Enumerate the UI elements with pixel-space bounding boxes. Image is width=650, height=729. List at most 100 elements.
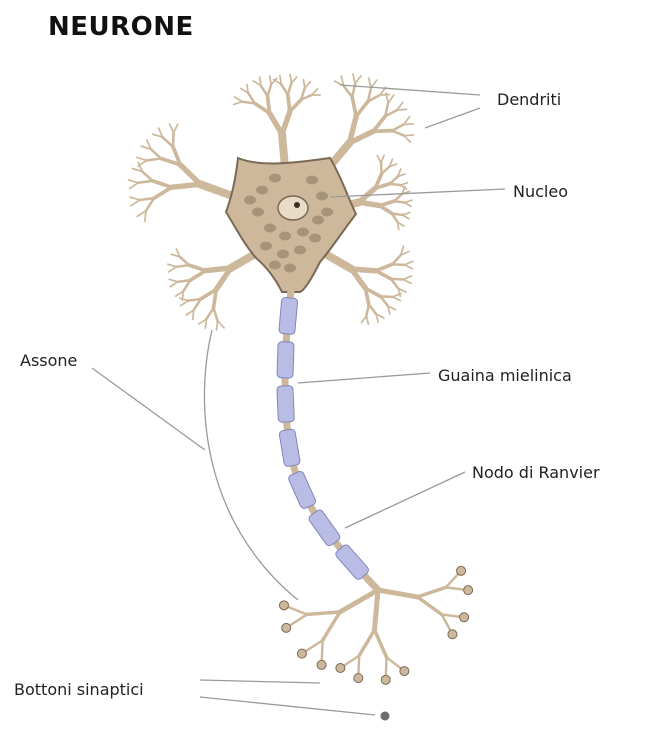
dendrite-branch [216,321,217,330]
dendrite-branch [353,74,355,84]
cell-body-granule [264,224,276,233]
dendrite-branch [405,203,411,207]
synaptic-terminal [400,667,409,676]
dendrite-branch [288,95,290,112]
dendrite-branch [344,86,353,97]
dendrite-branch [163,137,173,147]
dendrite-branch [305,82,311,88]
dendrite-branch [129,183,138,189]
dendrite-branch [137,158,147,161]
dendrite-branch [147,159,161,161]
synaptic-terminals-leader-line-1 [200,680,320,683]
dendrite-branch [359,202,380,205]
axon-terminal-branch [307,612,340,614]
dendrite-branch [381,155,384,162]
dendrite-branch [234,102,243,105]
cell-body-granule [256,186,268,195]
dendrite-branch [214,308,218,321]
synaptic-terminal [297,649,306,658]
dendrite-branch [388,95,394,103]
myelin-sheath-segment [287,470,316,509]
cell-body-granule [321,208,333,217]
synaptic-terminal [336,664,345,673]
dendrite-branch [176,265,189,267]
cell-body-granule [277,250,289,259]
cell-body-granule [269,261,281,270]
dendrite-branch [403,213,410,215]
dendrite-branch [392,264,404,265]
dendrite-branch [180,165,200,184]
axon-leader-line [92,368,205,450]
dendrites-leader-line-1 [340,85,480,95]
nucleus-leader-line [330,189,505,197]
cell-body-granule [244,196,256,205]
label-myelin-sheath: Guaina mielinica [438,366,572,385]
dendrite-branch [392,124,404,130]
dendrite-branch [405,200,412,202]
dendrite-branch [398,222,399,229]
synaptic-terminal [464,586,473,595]
dendrite-branch [142,171,152,181]
dendrite-branch [218,321,225,328]
label-axon: Assone [20,351,77,370]
cell-body-granule [260,242,272,251]
dendrite-branch [405,261,413,265]
axon-terminal-branch [378,590,417,597]
diagram-title: NEURONE [48,12,194,42]
dendrite-branch [268,96,270,113]
cell-body-granule [279,232,291,241]
dendrite-branch [403,279,411,283]
dendrite-branch [154,187,172,198]
dendrite-branch [206,308,213,319]
dendrite-branch [270,113,283,134]
dendrite-branch [352,97,356,116]
axon-terminal-branch [417,587,445,597]
dendrite-branch [380,206,392,214]
synaptic-terminal [460,613,469,622]
dendrite-branch [151,149,161,159]
node-of-ranvier-leader-line [345,472,465,528]
dendrite-branch [169,279,178,282]
dendrite-branch [400,183,407,185]
label-nucleus: Nucleo [513,182,568,201]
axon-terminals [279,566,472,720]
myelin-sheath-segment [307,509,341,548]
synaptic-terminal [457,566,466,575]
axon [277,290,378,590]
synaptic-terminal [354,674,363,683]
dendrite-branch [128,180,138,183]
dendrite-branch [170,282,178,287]
dendrite-branch [377,156,381,163]
dendrite-branch [173,133,174,147]
dendrite-branch [169,267,177,272]
dendrite-branch [312,89,318,95]
synaptic-terminal [282,623,291,632]
dendrite-branch [382,167,390,174]
dendrite-branch [355,76,361,84]
axon-terminal-branch [375,630,387,657]
dendrite-branch [188,299,201,301]
dendrite-branch [180,257,189,265]
dendrite-branch [380,95,389,96]
dendrite-branch [404,124,413,125]
synaptic-terminal [381,712,390,721]
dendrite-branch [268,85,272,96]
dendrite-branch [288,83,292,94]
cell-body-granule [316,192,328,201]
cell-body [226,158,356,292]
myelin-sheath-segment [279,429,301,467]
synaptic-terminal [279,601,288,610]
axon-terminal-branch [359,630,374,656]
dendrite-branch [281,84,288,94]
dendrite-branch [190,271,205,281]
dendrite-branch [373,116,385,131]
dendrite-branch [180,298,189,301]
cell-body-granule [269,174,281,183]
dendrite-branch [153,181,172,187]
axon-terminal-branch [340,590,378,612]
axon-terminal-branch [375,590,378,630]
myelin-sheath-segment [334,543,370,581]
dendrite-branch [290,75,291,84]
axon-terminal-branch [417,597,441,615]
